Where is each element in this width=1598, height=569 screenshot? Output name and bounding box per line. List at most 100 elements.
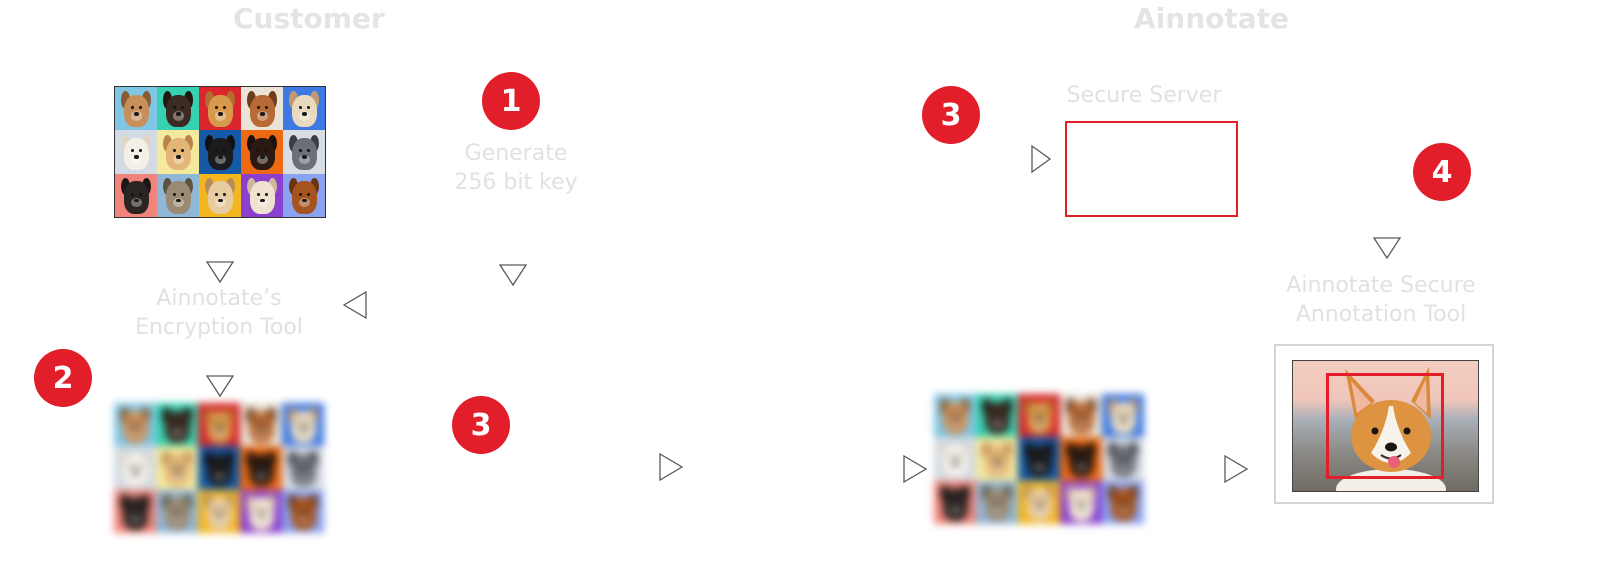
dog-snout bbox=[171, 513, 183, 524]
dog-eye bbox=[307, 106, 311, 110]
dog-eye bbox=[1000, 499, 1004, 503]
dog-photo-tile bbox=[240, 446, 282, 490]
dog-head bbox=[250, 138, 275, 171]
arrow-right-icon bbox=[903, 454, 928, 484]
dog-snout bbox=[130, 197, 142, 208]
arrow-right-icon bbox=[1224, 454, 1249, 484]
dog-eye bbox=[298, 149, 302, 153]
dog-snout bbox=[298, 111, 310, 121]
dog-snout bbox=[1033, 461, 1045, 472]
dog-photo-tile bbox=[156, 489, 198, 533]
dog-eye bbox=[222, 508, 226, 512]
dog-head bbox=[943, 488, 968, 521]
dog-photo-tile bbox=[1018, 437, 1060, 481]
dog-nose bbox=[218, 112, 223, 116]
dog-head bbox=[292, 138, 317, 171]
step-3-upload-badge: 3 bbox=[452, 396, 510, 454]
dog-snout bbox=[1117, 461, 1129, 472]
dog-nose bbox=[1079, 419, 1084, 423]
dog-head bbox=[165, 410, 190, 443]
dog-eye bbox=[949, 413, 953, 417]
dog-eye bbox=[306, 465, 310, 469]
dog-eye bbox=[256, 149, 260, 153]
dog-eye bbox=[214, 149, 218, 153]
dog-nose bbox=[133, 471, 138, 475]
dog-eye bbox=[1033, 456, 1037, 460]
step-2-badge: 2 bbox=[34, 349, 92, 407]
annotation-tool-label: Ainnotate Secure Annotation Tool bbox=[1270, 271, 1492, 329]
dog-head bbox=[292, 94, 317, 127]
dog-eye bbox=[180, 508, 184, 512]
dog-photo-tile bbox=[934, 437, 976, 481]
dog-photo-tile bbox=[115, 130, 157, 174]
dog-eye bbox=[223, 106, 227, 110]
dog-head bbox=[1027, 401, 1052, 434]
step-1-badge: 1 bbox=[482, 72, 540, 130]
dog-eye bbox=[264, 422, 268, 426]
dog-photo-tile bbox=[1060, 437, 1102, 481]
dog-photo-tile bbox=[976, 480, 1018, 524]
dog-snout bbox=[1033, 418, 1045, 428]
generate-key-label: Generate 256 bit key bbox=[436, 139, 596, 197]
dog-head bbox=[208, 181, 233, 214]
dog-eye bbox=[213, 508, 217, 512]
dog-head bbox=[250, 181, 275, 214]
dog-snout bbox=[214, 154, 226, 165]
annotation-bounding-box bbox=[1326, 373, 1444, 479]
dog-head bbox=[1111, 401, 1136, 434]
dog-eye bbox=[264, 508, 268, 512]
dog-eye bbox=[1075, 499, 1079, 503]
dog-snout bbox=[256, 111, 268, 121]
dog-photo-tile bbox=[240, 489, 282, 533]
dog-nose bbox=[260, 198, 265, 203]
dog-eye bbox=[264, 465, 268, 469]
dog-eye bbox=[181, 192, 185, 196]
dog-nose bbox=[176, 112, 181, 116]
dog-eye bbox=[1042, 499, 1046, 503]
generate-key-line-1: Generate bbox=[464, 141, 568, 166]
dog-head bbox=[208, 138, 233, 171]
dog-nose bbox=[995, 462, 1000, 466]
dog-photo-tile bbox=[1060, 394, 1102, 438]
dog-photo-tile bbox=[934, 394, 976, 438]
dog-snout bbox=[297, 513, 309, 524]
dog-eye bbox=[1075, 456, 1079, 460]
dog-eye bbox=[130, 106, 134, 110]
dog-eye bbox=[222, 422, 226, 426]
dog-eye bbox=[213, 422, 217, 426]
dog-snout bbox=[255, 513, 267, 524]
dog-photo-tile bbox=[282, 446, 324, 490]
annotation-tool-line-2: Annotation Tool bbox=[1295, 302, 1467, 327]
dog-nose bbox=[301, 428, 306, 432]
dog-eye bbox=[213, 465, 217, 469]
dog-eye bbox=[991, 499, 995, 503]
dog-photo-tile bbox=[976, 437, 1018, 481]
dog-eye bbox=[1084, 413, 1088, 417]
dog-snout bbox=[298, 197, 310, 208]
dog-photo-tile bbox=[199, 130, 241, 174]
dog-nose bbox=[217, 471, 222, 475]
dog-eye bbox=[265, 106, 269, 110]
dog-head bbox=[943, 445, 968, 478]
dog-photo-tile bbox=[156, 446, 198, 490]
step-4-badge: 4 bbox=[1413, 143, 1471, 201]
dog-nose bbox=[217, 514, 222, 519]
dog-photo-tile bbox=[241, 173, 283, 217]
ainnotate-heading: Ainnotate bbox=[1134, 2, 1290, 35]
dog-eye bbox=[130, 149, 134, 153]
generate-key-line-2: 256 bit key bbox=[454, 170, 578, 195]
dog-photo-tile bbox=[1018, 480, 1060, 524]
secure-server-label: Secure Server bbox=[1066, 83, 1222, 108]
dog-photo-tile bbox=[115, 173, 157, 217]
dog-nose bbox=[302, 155, 307, 159]
dog-head bbox=[1111, 488, 1136, 521]
encrypted-image-grid bbox=[114, 403, 324, 533]
dog-nose bbox=[259, 428, 264, 432]
dog-eye bbox=[1126, 413, 1130, 417]
dog-snout bbox=[214, 197, 226, 208]
dog-head bbox=[1069, 445, 1094, 478]
dog-eye bbox=[298, 106, 302, 110]
dog-eye bbox=[949, 456, 953, 460]
dog-eye bbox=[1084, 456, 1088, 460]
dog-eye bbox=[181, 149, 185, 153]
